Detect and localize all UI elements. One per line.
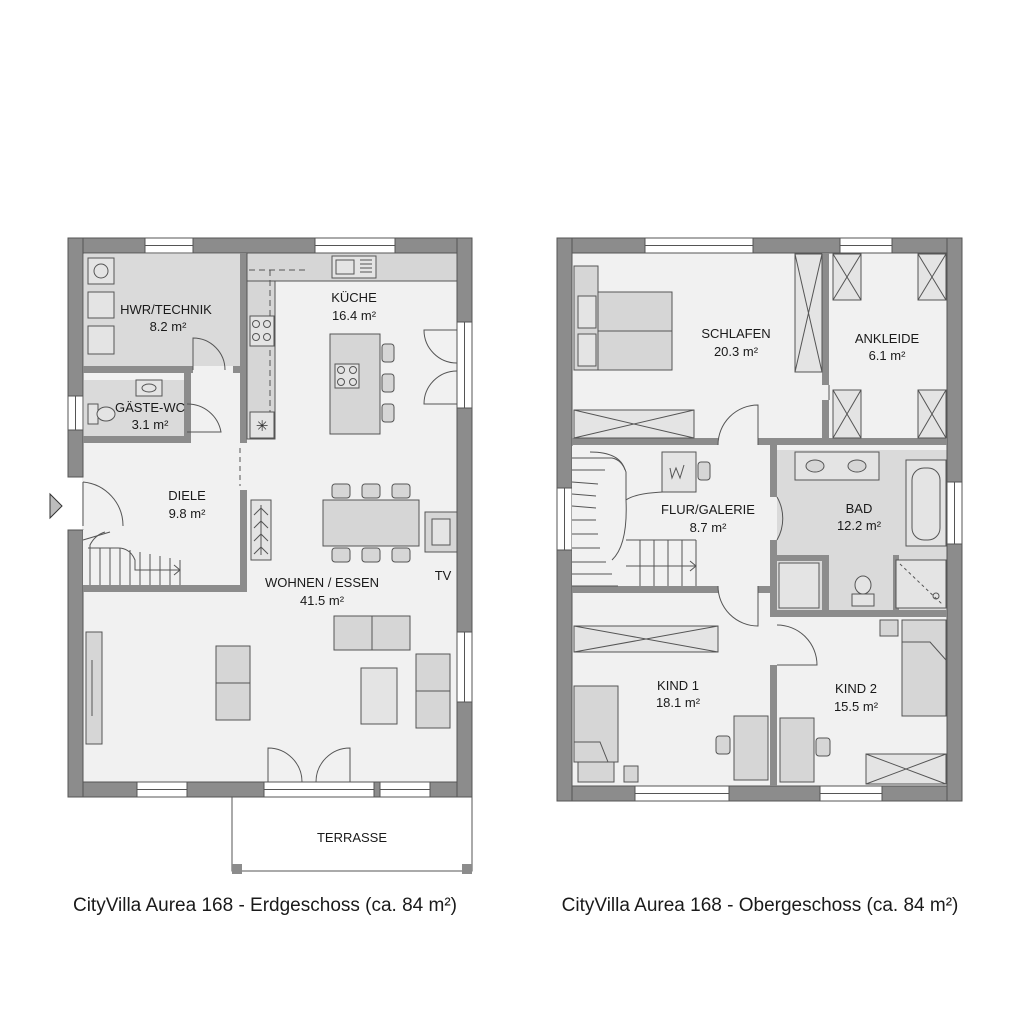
guest-wc-fixtures <box>87 379 163 425</box>
ground-floor-caption: CityVilla Aurea 168 - Erdgeschoss (ca. 8… <box>73 895 457 916</box>
room-area-kind2: 15.5 m² <box>834 699 879 714</box>
terrace-label: TERRASSE <box>317 830 387 845</box>
room-area-hwr: 8.2 m² <box>150 319 188 334</box>
bathroom-fixtures <box>778 451 947 609</box>
room-area-schlafen: 20.3 m² <box>714 344 759 359</box>
bedroom-furniture <box>573 253 823 439</box>
ground-windows <box>67 237 473 798</box>
room-name-kind1: KIND 1 <box>657 678 699 693</box>
room-name-schlafen: SCHLAFEN <box>701 326 770 341</box>
kitchen-furniture: ✳ <box>246 252 458 440</box>
room-name-flur: FLUR/GALERIE <box>661 502 755 517</box>
room-name-gaeste-wc: GÄSTE-WC <box>115 400 185 415</box>
room-area-bad: 12.2 m² <box>837 518 882 533</box>
room-area-flur: 8.7 m² <box>690 520 728 535</box>
hall-desk <box>661 451 711 493</box>
room-area-diele: 9.8 m² <box>169 506 207 521</box>
room-name-diele: DIELE <box>168 488 206 503</box>
room-name-hwr: HWR/TECHNIK <box>120 302 212 317</box>
upper-windows <box>556 237 963 802</box>
entrance-arrow-icon <box>49 492 63 520</box>
hwr-equipment <box>87 257 115 355</box>
upper-floor-caption: CityVilla Aurea 168 - Obergeschoss (ca. … <box>562 895 959 916</box>
kid2-furniture <box>779 619 947 785</box>
room-area-ankleide: 6.1 m² <box>869 348 907 363</box>
room-area-kueche: 16.4 m² <box>332 308 377 323</box>
room-name-bad: BAD <box>846 501 873 516</box>
upper-interior-walls <box>572 253 947 786</box>
room-name-kind2: KIND 2 <box>835 681 877 696</box>
ground-floor-plan: ✳ <box>49 237 473 916</box>
ground-interior-walls <box>83 253 247 592</box>
upper-floor-plan: SCHLAFEN 20.3 m² ANKLEIDE 6.1 m² FLUR/GA… <box>556 237 963 916</box>
living-furniture <box>85 615 451 745</box>
closet-furniture <box>832 253 947 439</box>
upper-doors <box>717 385 830 666</box>
terrace <box>231 796 473 874</box>
dining-set <box>322 483 420 563</box>
tv-label: TV <box>435 568 452 583</box>
ground-staircase <box>82 530 240 585</box>
room-area-wohnen: 41.5 m² <box>300 593 345 608</box>
shoe-rack <box>250 499 272 561</box>
room-area-gaeste-wc: 3.1 m² <box>132 417 170 432</box>
ground-doors <box>82 329 458 783</box>
room-name-wohnen: WOHNEN / ESSEN <box>265 575 379 590</box>
room-name-kueche: KÜCHE <box>331 290 377 305</box>
svg-text:✳: ✳ <box>256 418 269 435</box>
room-name-ankleide: ANKLEIDE <box>855 331 920 346</box>
room-area-kind1: 18.1 m² <box>656 695 701 710</box>
kid1-furniture <box>573 625 769 783</box>
tv-unit <box>424 511 458 553</box>
